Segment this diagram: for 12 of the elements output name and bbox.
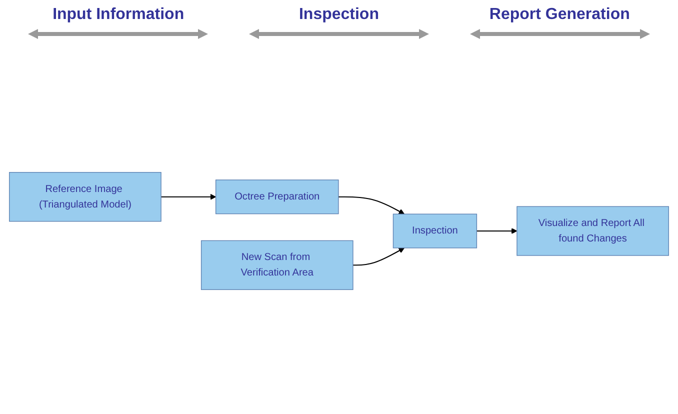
node-box: Visualize and Report All found Changes bbox=[516, 206, 669, 256]
arrow bbox=[476, 228, 518, 234]
node-box: Reference Image (Triangulated Model) bbox=[9, 172, 162, 222]
column-heading: Report Generation bbox=[489, 6, 630, 24]
column-heading: Input Information bbox=[52, 6, 184, 24]
node-box: Inspection bbox=[392, 214, 478, 248]
arrow bbox=[338, 196, 405, 214]
column-heading: Inspection bbox=[298, 6, 379, 24]
node-box: Octree Preparation bbox=[215, 180, 339, 214]
arrow bbox=[161, 194, 216, 200]
arrow bbox=[352, 248, 405, 266]
node-box: New Scan from Verification Area bbox=[200, 240, 354, 290]
